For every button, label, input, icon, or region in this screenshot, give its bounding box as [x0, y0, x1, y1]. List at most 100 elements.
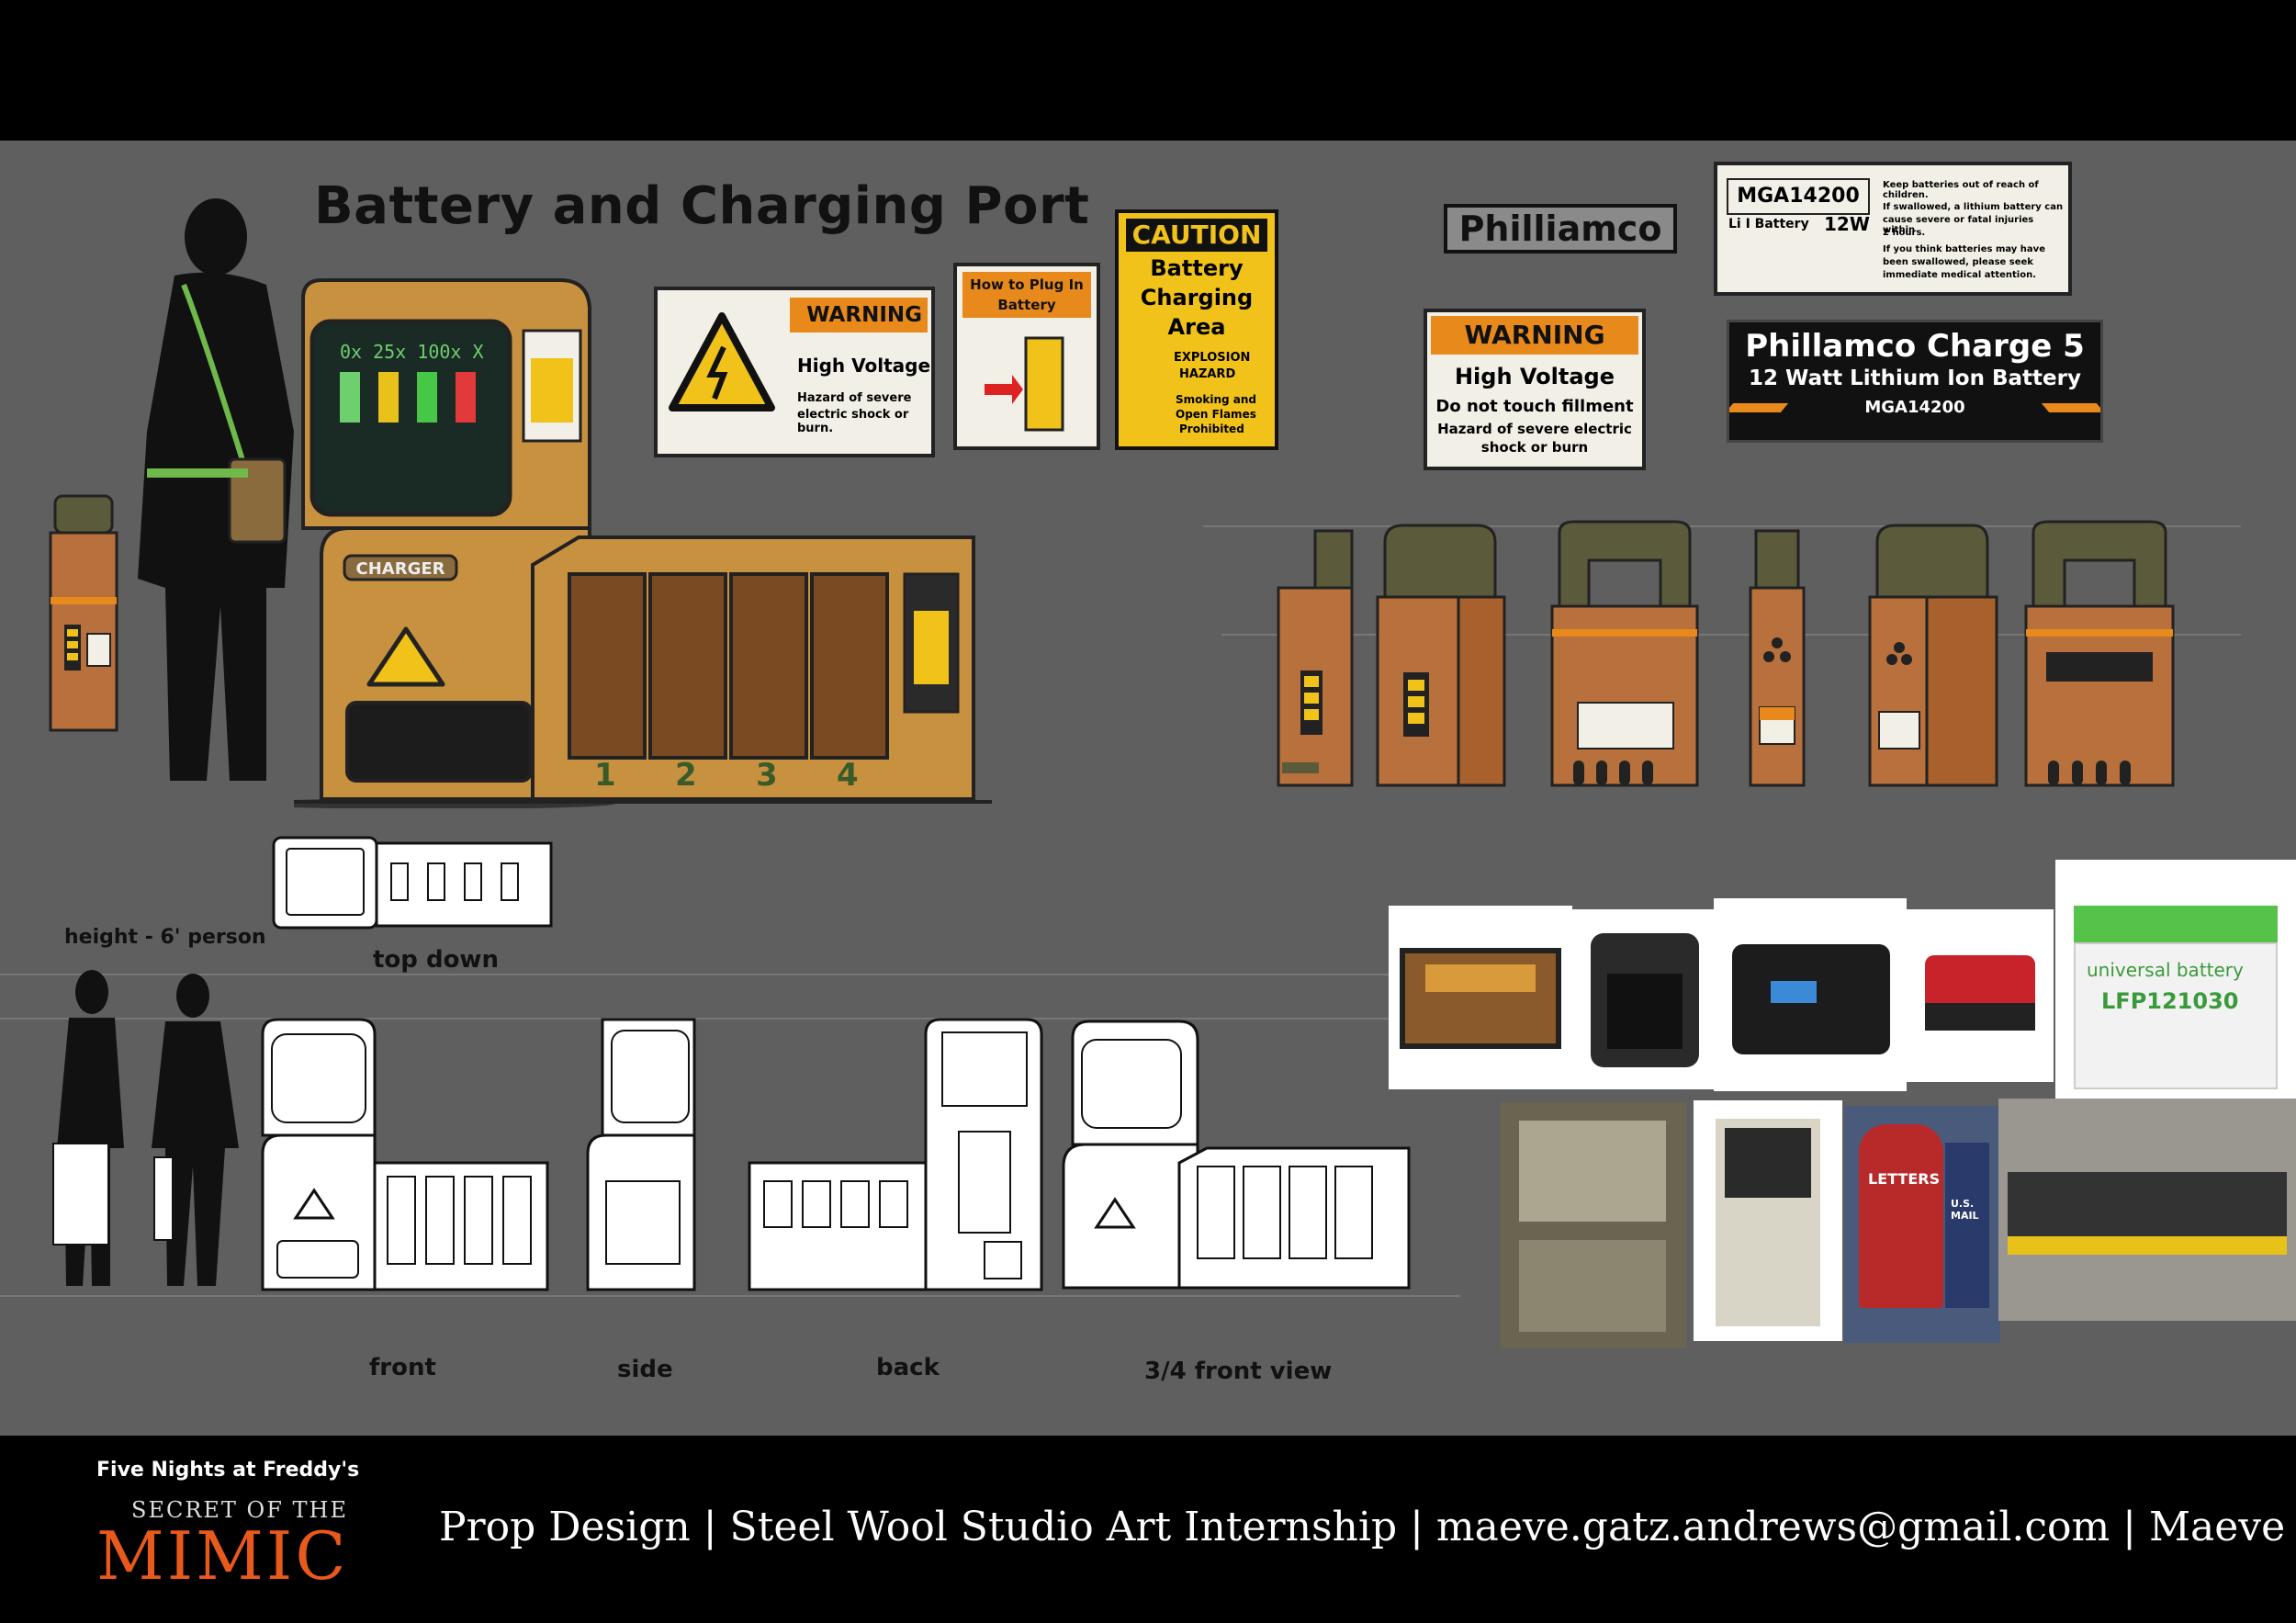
slot-number: 2 [675, 757, 697, 794]
charge-line3: MGA14200 [1864, 398, 1965, 417]
back-view-sketch [748, 1018, 1043, 1291]
warning-line: Hazard of severe electric [1437, 421, 1632, 437]
electric-hazard-icon [669, 312, 775, 411]
side-view-sketch [586, 1018, 696, 1291]
plug-sub-text: Battery [997, 297, 1056, 313]
charger-label: CHARGER [356, 559, 445, 579]
logo-fnaf: Five Nights at Freddy's [96, 1459, 360, 1482]
label-three-quarter: 3/4 front view [1144, 1358, 1333, 1385]
battery-spec-label: MGA14200 Li I Battery 12W Keep batteries… [1714, 162, 2072, 296]
label-top-down: top down [373, 946, 499, 974]
battery-orthographic-views [1277, 520, 2175, 787]
footer-bar [0, 1436, 2296, 1623]
charge-line1: Phillamco Charge 5 [1745, 328, 2085, 365]
plug-diagram-icon [985, 336, 1064, 432]
logo-mimic: MIMIC [96, 1517, 349, 1595]
slot-number: 1 [594, 757, 616, 794]
battery-view-side-a [1277, 529, 1354, 787]
battery-view-back [2024, 520, 2175, 787]
guide-line [1221, 634, 2241, 636]
battery-view-three-quarter [1376, 524, 1506, 787]
warning-header: WARNING [790, 298, 928, 332]
reference-photo-vintage-computer [1694, 1100, 1842, 1341]
label-text: Keep batteries out of reach of children. [1883, 180, 2039, 200]
held-battery-icon [49, 494, 118, 732]
ref-battery-brand: universal battery [2087, 959, 2244, 981]
warning-line: Do not touch fillment [1435, 397, 1634, 416]
label-height-reference: height - 6' person [64, 926, 266, 949]
caution-battery-charging-sign: CAUTION Battery Charging Area EXPLOSION … [1115, 209, 1278, 450]
reference-photo-toolbox-battery [1389, 906, 1572, 1089]
plug-header-text: How to Plug In [970, 276, 1084, 293]
guide-line [0, 1018, 1460, 1020]
label-text: immediate medical attention. [1883, 270, 2037, 280]
reference-photo-charging-station [1998, 1099, 2296, 1321]
how-to-plug-in-sign: How to Plug In Battery [953, 263, 1100, 450]
label-front: front [369, 1354, 436, 1381]
reference-photo-power-station [1714, 898, 1907, 1091]
battery-view-side-b [1749, 529, 1806, 787]
front-view-sketch [261, 1018, 549, 1291]
warning-line: electric shock or burn. [797, 408, 909, 435]
ref-battery-model: LFP121030 [2101, 988, 2239, 1014]
charging-slots [568, 572, 889, 760]
plug-header: How to Plug In Battery [962, 272, 1091, 318]
reference-photo-vintage-console [1501, 1102, 1686, 1348]
label-text: cause severe or fatal injuries within [1883, 215, 2034, 235]
caution-line: Battery [1150, 255, 1244, 281]
guide-line [0, 1295, 1460, 1297]
caution-header: CAUTION [1126, 219, 1267, 252]
label-type: Li I Battery [1728, 217, 1809, 231]
warning-line: High Voltage [1454, 364, 1615, 389]
top-black-bar [0, 0, 2296, 141]
reference-photo-universal-battery: universal battery LFP121030 [2055, 860, 2296, 1102]
label-text: been swallowed, please seek [1883, 257, 2033, 267]
height-reference-silhouettes [52, 970, 239, 1286]
three-quarter-view-sketch [1062, 1020, 1411, 1290]
top-down-view-sketch [272, 836, 553, 930]
slot-number: 3 [756, 757, 778, 794]
caution-small: Smoking and [1176, 393, 1257, 406]
reference-photo-mailbox: LETTERS U.S. MAIL [1844, 1106, 2000, 1343]
caution-line: Area [1167, 314, 1226, 340]
ref-mailbox-label: LETTERS [1868, 1170, 1941, 1188]
person-silhouette [49, 198, 294, 782]
reference-photo-tool-battery [1907, 909, 2054, 1082]
warning-line: High Voltage [797, 355, 931, 377]
label-text: If you think batteries may have [1883, 244, 2045, 254]
caution-hazard: EXPLOSION [1174, 351, 1251, 365]
label-text: If swallowed, a lithium battery can [1883, 202, 2064, 212]
svg-text:0x 25x 100x X: 0x 25x 100x X [340, 341, 484, 363]
page-title: Battery and Charging Port [314, 176, 1090, 236]
brand-plate: Philliamco [1444, 204, 1677, 254]
charger-machine-illustration: 0x 25x 100x X CHARGER 1 2 3 4 [294, 278, 992, 808]
guide-line [1203, 525, 2241, 527]
logo-subtitle: SECRET OF THE [131, 1497, 348, 1523]
warning-line: Hazard of severe [797, 391, 912, 405]
slot-number: 4 [837, 757, 859, 794]
voltage-icon [366, 626, 445, 687]
caution-small: Prohibited [1179, 423, 1244, 435]
caution-hazard: HAZARD [1179, 367, 1236, 381]
footer-credit: Prop Design | Steel Wool Studio Art Inte… [439, 1504, 2296, 1550]
ref-mailbox-us: U.S. MAIL [1951, 1198, 1979, 1222]
label-text: 2 hours. [1883, 228, 1926, 238]
battery-view-front [1550, 520, 1699, 787]
screen-battery-bars [340, 372, 476, 423]
warning-header: WARNING [1431, 316, 1638, 355]
reference-photo-speaker [1572, 909, 1717, 1089]
warning-sign-do-not-touch: WARNING High Voltage Do not touch fillme… [1424, 309, 1646, 470]
caution-line: Charging [1140, 285, 1254, 310]
label-model: MGA14200 [1727, 178, 1870, 215]
warning-line: shock or burn [1480, 439, 1589, 456]
battery-view-back-three-quarter [1868, 524, 1998, 787]
caution-small: Open Flames [1176, 408, 1256, 421]
guide-line [0, 974, 1460, 975]
warning-sign-high-voltage: WARNING High Voltage Hazard of severe el… [654, 287, 935, 457]
label-back: back [876, 1354, 940, 1381]
charge-line2: 12 Watt Lithium Ion Battery [1749, 366, 2081, 390]
label-side: side [617, 1356, 673, 1383]
charge5-battery-label: Phillamco Charge 5 12 Watt Lithium Ion B… [1727, 320, 2103, 443]
label-watt: 12W [1824, 213, 1870, 235]
